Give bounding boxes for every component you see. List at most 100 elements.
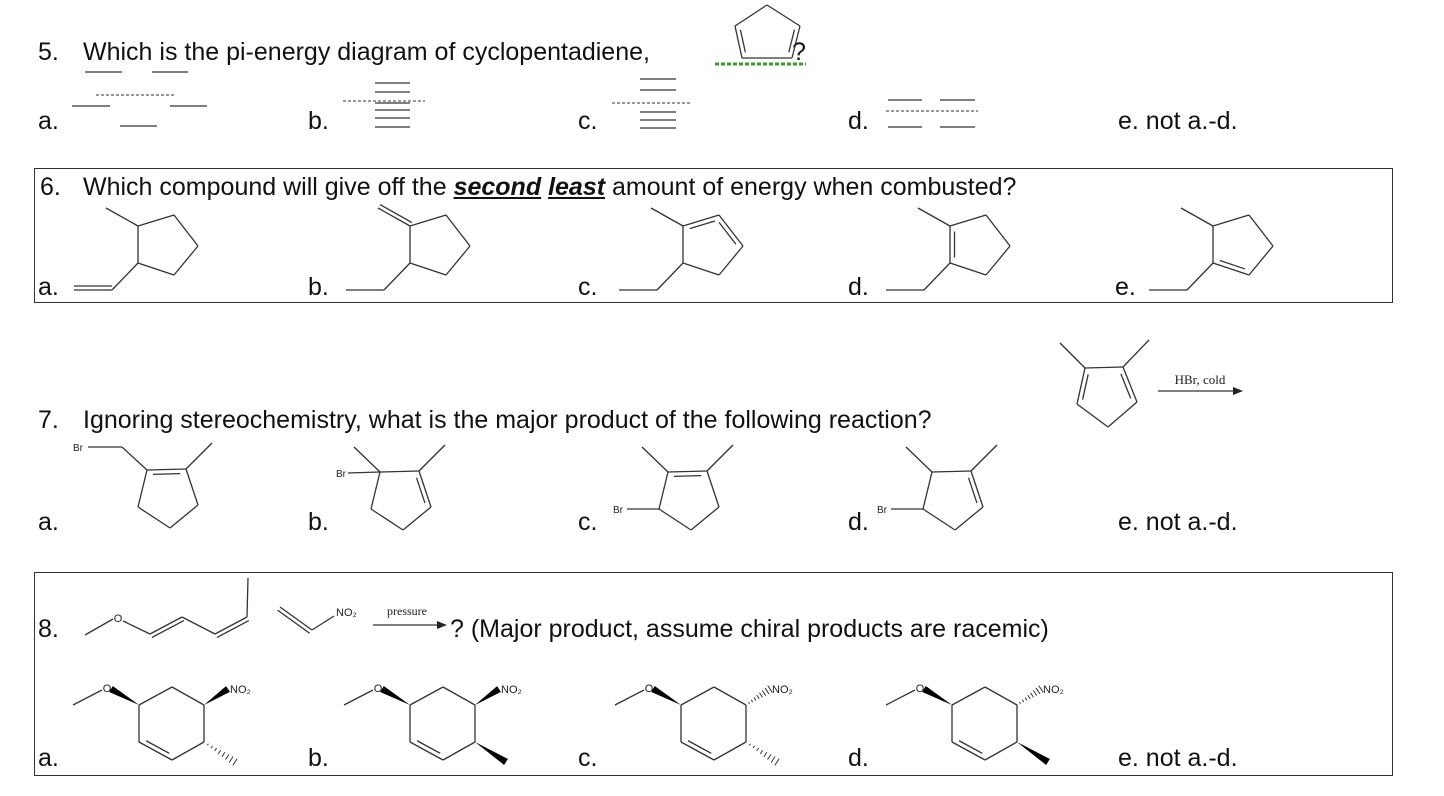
bond [409,686,444,706]
hash-bond-line [761,690,767,696]
bond [1107,401,1138,428]
bond [149,616,183,635]
q6-structure-c [619,207,744,291]
bond [1084,366,1124,369]
q6-option-b[interactable]: b. [308,273,329,301]
double-bond-line [151,619,185,639]
bond [690,506,720,531]
bond [1122,339,1150,368]
q6-emphasis-least: least [548,173,606,201]
double-bond-line [1081,374,1089,400]
q8-option-d[interactable]: d. [848,744,869,772]
reagent-label: HBr, cold [1175,372,1226,387]
hash-bond-line [748,743,751,746]
q7-option-c[interactable]: c. [578,508,598,536]
double-bond-line [145,740,170,754]
arrow-head [1233,387,1243,395]
hash-bond-line [764,687,770,695]
q6-option-d[interactable]: d. [848,273,869,301]
bond [1076,367,1086,405]
q7-option-e[interactable]: e. not a.-d. [1118,508,1238,536]
hash-bond-line [753,697,757,701]
bond [418,444,446,472]
hash-bond-line [770,756,776,763]
q7-option-a[interactable]: a. [38,508,59,536]
bond [169,504,199,529]
bond [734,4,768,27]
bond [650,207,684,227]
bond [970,470,984,508]
bond [445,245,471,276]
hash-bond-line [1032,690,1038,696]
bond [713,741,747,761]
bond [146,468,187,471]
q6-option-c[interactable]: c. [578,273,598,301]
bond [658,508,692,531]
bond [171,686,205,706]
bond [377,207,411,227]
q5-option-c[interactable]: c. [578,107,598,135]
hash-bond-line [763,751,768,758]
q8-option-e[interactable]: e. not a.-d. [1118,744,1238,772]
q5-option-b[interactable]: b. [308,107,329,135]
bond [137,469,148,508]
q8-option-c[interactable]: c. [578,744,598,772]
bond [791,25,801,59]
q5-diagram-b [343,82,425,128]
hash-bond-line [759,692,763,698]
bond [122,620,151,635]
q8-option-a[interactable]: a. [38,744,59,772]
bond [409,214,447,227]
q5-option-d[interactable]: d. [848,107,869,135]
bond [656,262,684,291]
q6-structure-e [1149,207,1274,291]
q7-option-d[interactable]: d. [848,508,869,536]
q7-structure-d: Br [877,444,998,531]
bond [718,245,744,276]
q6-question-post: amount of energy when combusted? [612,173,1017,201]
hash-bond-line [759,749,764,755]
hash-bond-line [767,685,773,693]
wedge-bond [922,685,952,705]
double-bond-line [958,740,983,754]
hash-bond-line [1019,701,1021,705]
bond [137,506,171,529]
q8-number: 8. [38,615,59,643]
bond [984,686,1018,706]
q6-number: 6. [40,173,61,201]
bond [985,214,1011,247]
q6-option-e[interactable]: e. [1115,273,1136,301]
bond [111,262,139,291]
q6-option-a[interactable]: a. [38,273,59,301]
bond [138,741,173,761]
bond [1122,366,1138,403]
bond [185,442,213,470]
bond [923,262,951,291]
bond [667,470,708,473]
bond [766,4,801,27]
bond [713,686,747,706]
hash-bond-line [1021,699,1025,703]
bond [84,618,114,636]
q5-option-e[interactable]: e. not a.-d. [1118,107,1238,135]
bond [1180,207,1214,227]
bond [641,446,669,473]
hash-bond-line [1038,685,1044,693]
q8-option-b[interactable]: b. [308,744,329,772]
q7-option-b[interactable]: b. [308,508,329,536]
wedge-bond [651,685,681,705]
hash-bond-line [1035,687,1041,695]
q6-structure-b [346,203,471,291]
hash-bond-line [228,756,234,763]
bond [442,686,476,706]
nitro-label: NO₂ [230,684,251,696]
bond [347,471,381,474]
bond [1186,262,1214,291]
bond [137,214,175,227]
bond [985,245,1011,276]
q5-option-a[interactable]: a. [38,107,59,135]
bond [138,686,173,706]
